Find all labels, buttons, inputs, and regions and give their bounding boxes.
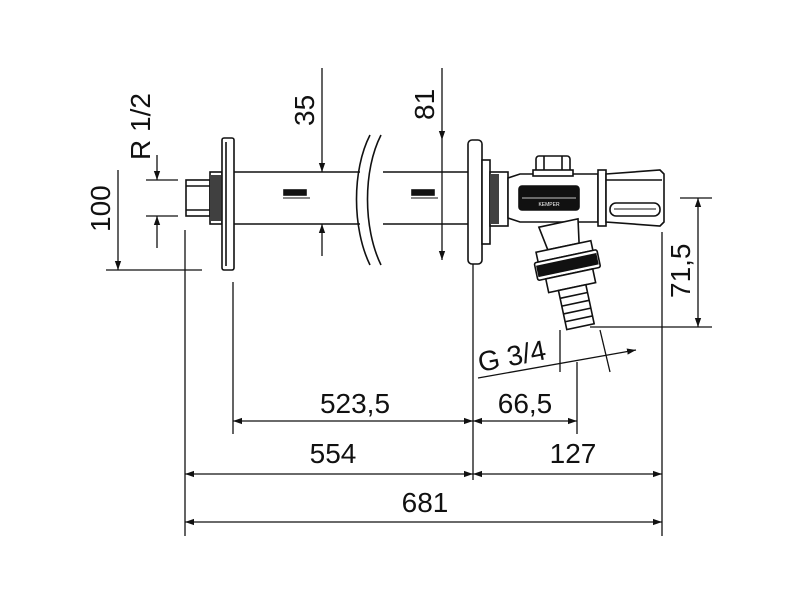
dim-71-5 — [590, 197, 712, 328]
label-pipe-dia-35: 35 — [289, 95, 320, 126]
wall-flange-left — [221, 137, 235, 271]
faucet-drawing — [185, 134, 665, 331]
label-length-127: 127 — [550, 438, 597, 469]
label-valve-height-71-5: 71,5 — [665, 244, 696, 299]
dim-r12 — [146, 155, 178, 248]
pipe-logo-left — [283, 189, 310, 199]
label-thread-r12: R 1/2 — [125, 93, 156, 160]
label-length-523-5: 523,5 — [320, 388, 390, 419]
hose-outlet — [533, 217, 601, 331]
valve-body — [507, 173, 599, 223]
valve-top-cap — [532, 155, 574, 177]
label-height-100: 100 — [85, 185, 116, 232]
pipe-logo-right — [411, 189, 438, 199]
label-length-554: 554 — [310, 438, 357, 469]
label-length-681: 681 — [402, 487, 449, 518]
valve-brand-logo-text: KEMPER — [538, 202, 560, 208]
valve-handle — [597, 169, 665, 227]
label-flange-dia-81: 81 — [409, 89, 440, 120]
label-length-66-5: 66,5 — [498, 388, 553, 419]
main-pipe — [234, 134, 468, 266]
inlet-nipple — [185, 171, 223, 225]
wall-flange-right — [467, 139, 509, 265]
label-hose-thread-g34: G 3/4 — [475, 334, 548, 377]
dimension-lines — [106, 68, 712, 536]
dim-100 — [106, 170, 202, 271]
dim-g34-leader — [477, 329, 637, 379]
